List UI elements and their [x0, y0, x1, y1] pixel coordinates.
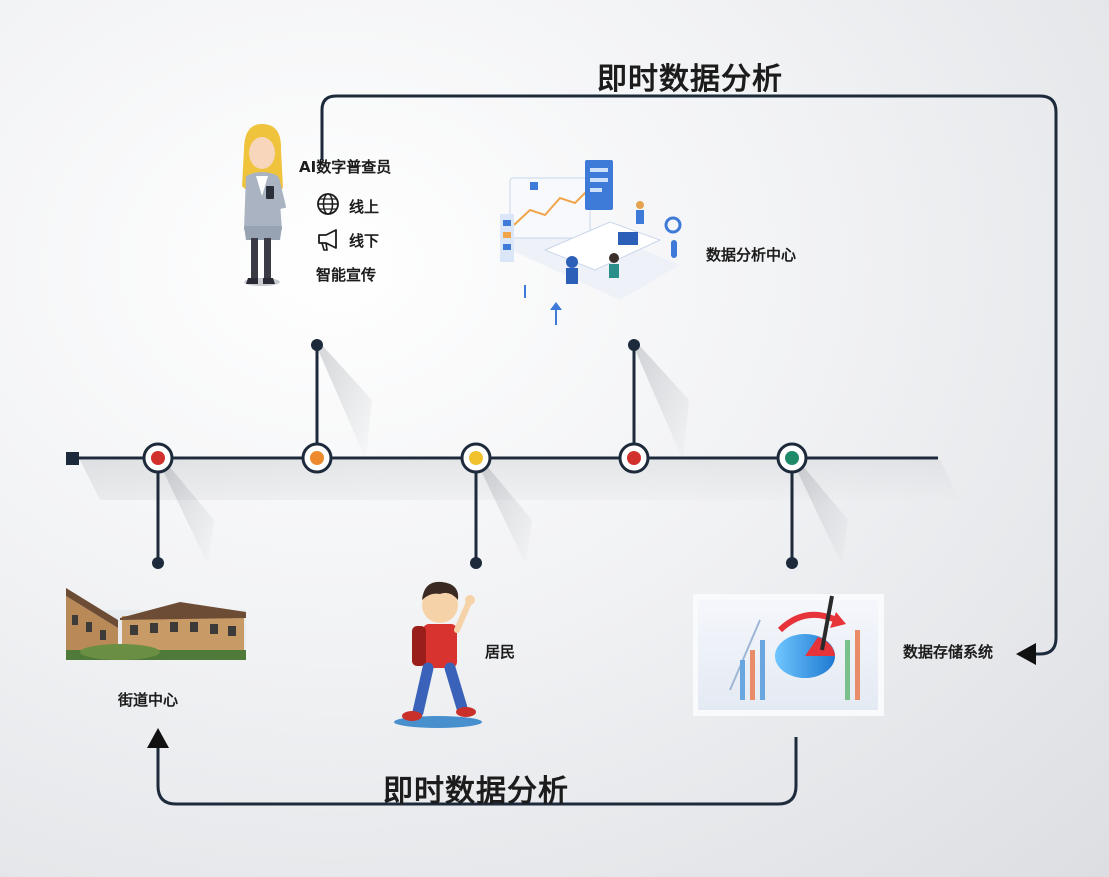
census-offline-label: 线下 — [349, 232, 380, 250]
stem-census-end — [311, 339, 323, 351]
street-center-illustration — [66, 588, 246, 660]
timeline-shadow — [80, 460, 960, 500]
stem-street-end — [152, 557, 164, 569]
census-promotion-label: 智能宣传 — [316, 266, 377, 284]
storage-system-label: 数据存储系统 — [903, 643, 994, 661]
node-street — [142, 442, 174, 474]
node-census — [301, 442, 333, 474]
stem-resident-end — [470, 557, 482, 569]
bottom-flow-arrowhead — [147, 728, 169, 748]
bottom-flow-arrow — [156, 737, 798, 806]
stem-shadow-4 — [476, 460, 532, 565]
census-title: AI数字普查员 — [299, 158, 392, 176]
stem-storage-end — [786, 557, 798, 569]
stem-shadow-1 — [316, 345, 372, 460]
analysis-center-label: 数据分析中心 — [706, 246, 797, 264]
top-flow-title: 即时数据分析 — [597, 62, 783, 97]
resident-label: 居民 — [485, 643, 516, 661]
stem-shadow-5 — [792, 460, 848, 565]
node-analysis — [618, 442, 650, 474]
stem-analysis-end — [628, 339, 640, 351]
stem-shadow-2 — [633, 345, 689, 460]
megaphone-icon — [318, 229, 337, 251]
node-resident — [460, 442, 492, 474]
bottom-flow-title: 即时数据分析 — [383, 774, 569, 809]
census-officer-illustration — [242, 124, 287, 286]
resident-illustration — [394, 581, 482, 728]
node-storage — [776, 442, 808, 474]
census-online-label: 线上 — [349, 198, 380, 216]
globe-icon — [317, 193, 339, 215]
street-center-label: 街道中心 — [118, 691, 179, 709]
stem-shadow-3 — [158, 460, 214, 565]
analysis-center-illustration — [500, 160, 682, 325]
top-flow-arrowhead — [1016, 643, 1036, 665]
storage-system-illustration — [693, 594, 884, 716]
top-flow-arrow — [320, 94, 1058, 656]
